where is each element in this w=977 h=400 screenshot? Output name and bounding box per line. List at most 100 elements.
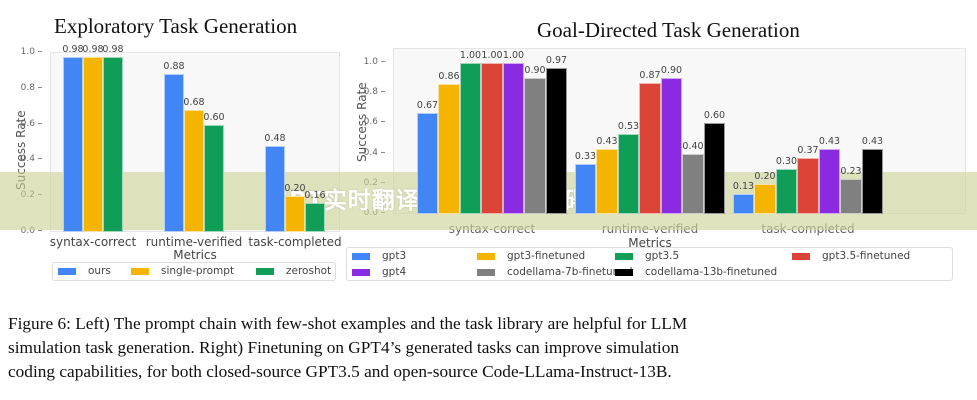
bar-value-label: 0.60 [703, 110, 726, 122]
bar-value-label: 0.86 [438, 71, 460, 83]
legend-swatch [615, 252, 633, 260]
bar-value-label: 0.88 [163, 61, 185, 73]
legend-item-single-prompt: single-prompt [131, 265, 234, 277]
legend-label: gpt3.5-finetuned [822, 250, 911, 262]
legend-swatch [352, 252, 370, 260]
bar-gpt4-runtime-verified [660, 78, 683, 214]
x-tick-label: task-completed [248, 235, 342, 249]
bar-value-label: 0.16 [304, 190, 326, 202]
bar-gpt3-syntax-correct [416, 112, 439, 214]
bar-codellama-13b-finetuned-runtime-verified [703, 123, 726, 214]
bar-value-label: 0.60 [203, 111, 225, 123]
bar-gpt3.5-runtime-verified [617, 133, 640, 214]
bar-ours-task-completed [265, 146, 285, 232]
bar-gpt3-task-completed [732, 194, 755, 214]
legend-label: gpt3.5 [645, 250, 680, 262]
legend-item-gpt3.5-finetuned: gpt3.5-finetuned [792, 250, 910, 262]
bar-value-label: 0.43 [818, 136, 841, 148]
y-tick-label: 0.4 [355, 148, 385, 158]
bar-value-label: 0.87 [639, 69, 661, 81]
bar-value-label: 0.23 [840, 166, 862, 178]
bar-codellama-7b-finetuned-task-completed [840, 179, 862, 214]
bar-gpt3.5-finetuned-task-completed [797, 158, 819, 214]
right-legend: gpt3 gpt3-finetuned gpt3.5 gpt3.5-finetuned… [346, 247, 953, 281]
legend-label: zeroshot [286, 265, 332, 277]
bar-gpt4-syntax-correct [502, 63, 525, 214]
bar-value-label: 0.37 [797, 145, 819, 157]
left-legend: ours single-prompt zeroshot [52, 262, 336, 281]
left-chart-title: Exploratory Task Generation [54, 14, 298, 38]
bar-value-label: 0.13 [732, 181, 755, 193]
bar-ours-runtime-verified [164, 74, 184, 232]
legend-label: codellama-13b-finetuned [645, 266, 778, 278]
bar-value-label: 0.33 [574, 151, 597, 163]
bar-value-label: 0.90 [524, 65, 546, 77]
y-tick-label: 0.0 [12, 226, 42, 236]
right-x-axis-label: Metrics [628, 236, 672, 250]
legend-item-codellama-13b-finetuned: codellama-13b-finetuned [615, 266, 777, 278]
legend-item-gpt3.5: gpt3.5 [615, 250, 679, 262]
bar-value-label: 0.90 [660, 65, 683, 77]
bar-value-label: 0.53 [617, 120, 640, 132]
legend-label: ours [88, 265, 111, 277]
y-tick-label: 0.6 [12, 119, 42, 129]
legend-swatch [615, 268, 633, 276]
left-x-axis-label: Metrics [173, 248, 217, 262]
bar-value-label: 0.20 [754, 170, 776, 182]
bar-gpt3.5-syntax-correct [459, 63, 482, 214]
legend-swatch [792, 252, 810, 260]
legend-label: gpt3-finetuned [507, 250, 586, 262]
bar-codellama-13b-finetuned-syntax-correct [545, 67, 568, 214]
legend-item-zeroshot: zeroshot [256, 265, 331, 277]
y-tick-label: 1.0 [355, 57, 385, 67]
legend-label: codellama-7b-finetuned [507, 266, 633, 278]
bar-ours-syntax-correct [63, 56, 83, 232]
bar-value-label: 0.40 [682, 140, 704, 152]
bar-codellama-7b-finetuned-syntax-correct [524, 78, 546, 214]
bar-value-label: 0.48 [264, 133, 286, 145]
bar-gpt4-task-completed [818, 149, 841, 214]
bar-single-prompt-task-completed [285, 196, 305, 232]
bar-value-label: 0.97 [545, 54, 568, 66]
legend-item-ours: ours [58, 265, 111, 277]
legend-label: gpt3 [382, 250, 407, 262]
legend-item-gpt3-finetuned: gpt3-finetuned [477, 250, 585, 262]
bar-value-label: 1.00 [481, 50, 503, 61]
bar-gpt3-finetuned-syntax-correct [438, 84, 460, 214]
legend-swatch [477, 268, 495, 276]
bar-single-prompt-runtime-verified [184, 110, 204, 232]
bar-value-label: 0.43 [861, 136, 884, 148]
bar-codellama-13b-finetuned-task-completed [861, 149, 884, 214]
legend-item-codellama-7b-finetuned: codellama-7b-finetuned [477, 266, 632, 278]
bar-gpt3-finetuned-task-completed [754, 183, 776, 214]
bar-value-label: 0.43 [596, 136, 618, 148]
bar-value-label: 1.00 [459, 50, 482, 61]
figure-caption: Figure 6: Left) The prompt chain with fe… [8, 312, 973, 384]
y-tick-label: 0.8 [12, 83, 42, 93]
bar-gpt3.5-task-completed [775, 168, 798, 214]
legend-swatch [58, 267, 76, 275]
caption-line-1: Figure 6: Left) The prompt chain with fe… [8, 314, 688, 333]
legend-label: single-prompt [161, 265, 235, 277]
caption-line-2: simulation task generation. Right) Finet… [8, 338, 679, 357]
bar-value-label: 0.68 [183, 97, 205, 109]
y-tick-label: 0.8 [355, 87, 385, 97]
bar-value-label: 0.30 [775, 155, 798, 167]
x-tick-label: runtime-verified [145, 235, 243, 249]
bar-value-label: 0.98 [102, 43, 124, 55]
legend-label: gpt4 [382, 266, 407, 278]
bar-gpt3.5-finetuned-runtime-verified [639, 82, 661, 214]
y-tick-label: 0.6 [355, 117, 385, 127]
x-tick-label: syntax-correct [49, 235, 137, 249]
caption-line-3: coding capabilities, for both closed-sou… [8, 362, 672, 381]
y-tick-label: 0.4 [12, 154, 42, 164]
bar-value-label: 0.98 [82, 43, 104, 55]
bar-zeroshot-runtime-verified [204, 124, 224, 232]
bar-value-label: 1.00 [502, 50, 525, 61]
bar-codellama-7b-finetuned-runtime-verified [682, 153, 704, 214]
bar-zeroshot-syntax-correct [103, 56, 123, 232]
bar-gpt3-finetuned-runtime-verified [596, 149, 618, 214]
legend-swatch [352, 268, 370, 276]
right-chart-title: Goal-Directed Task Generation [537, 18, 800, 42]
bar-gpt3.5-finetuned-syntax-correct [481, 63, 503, 214]
